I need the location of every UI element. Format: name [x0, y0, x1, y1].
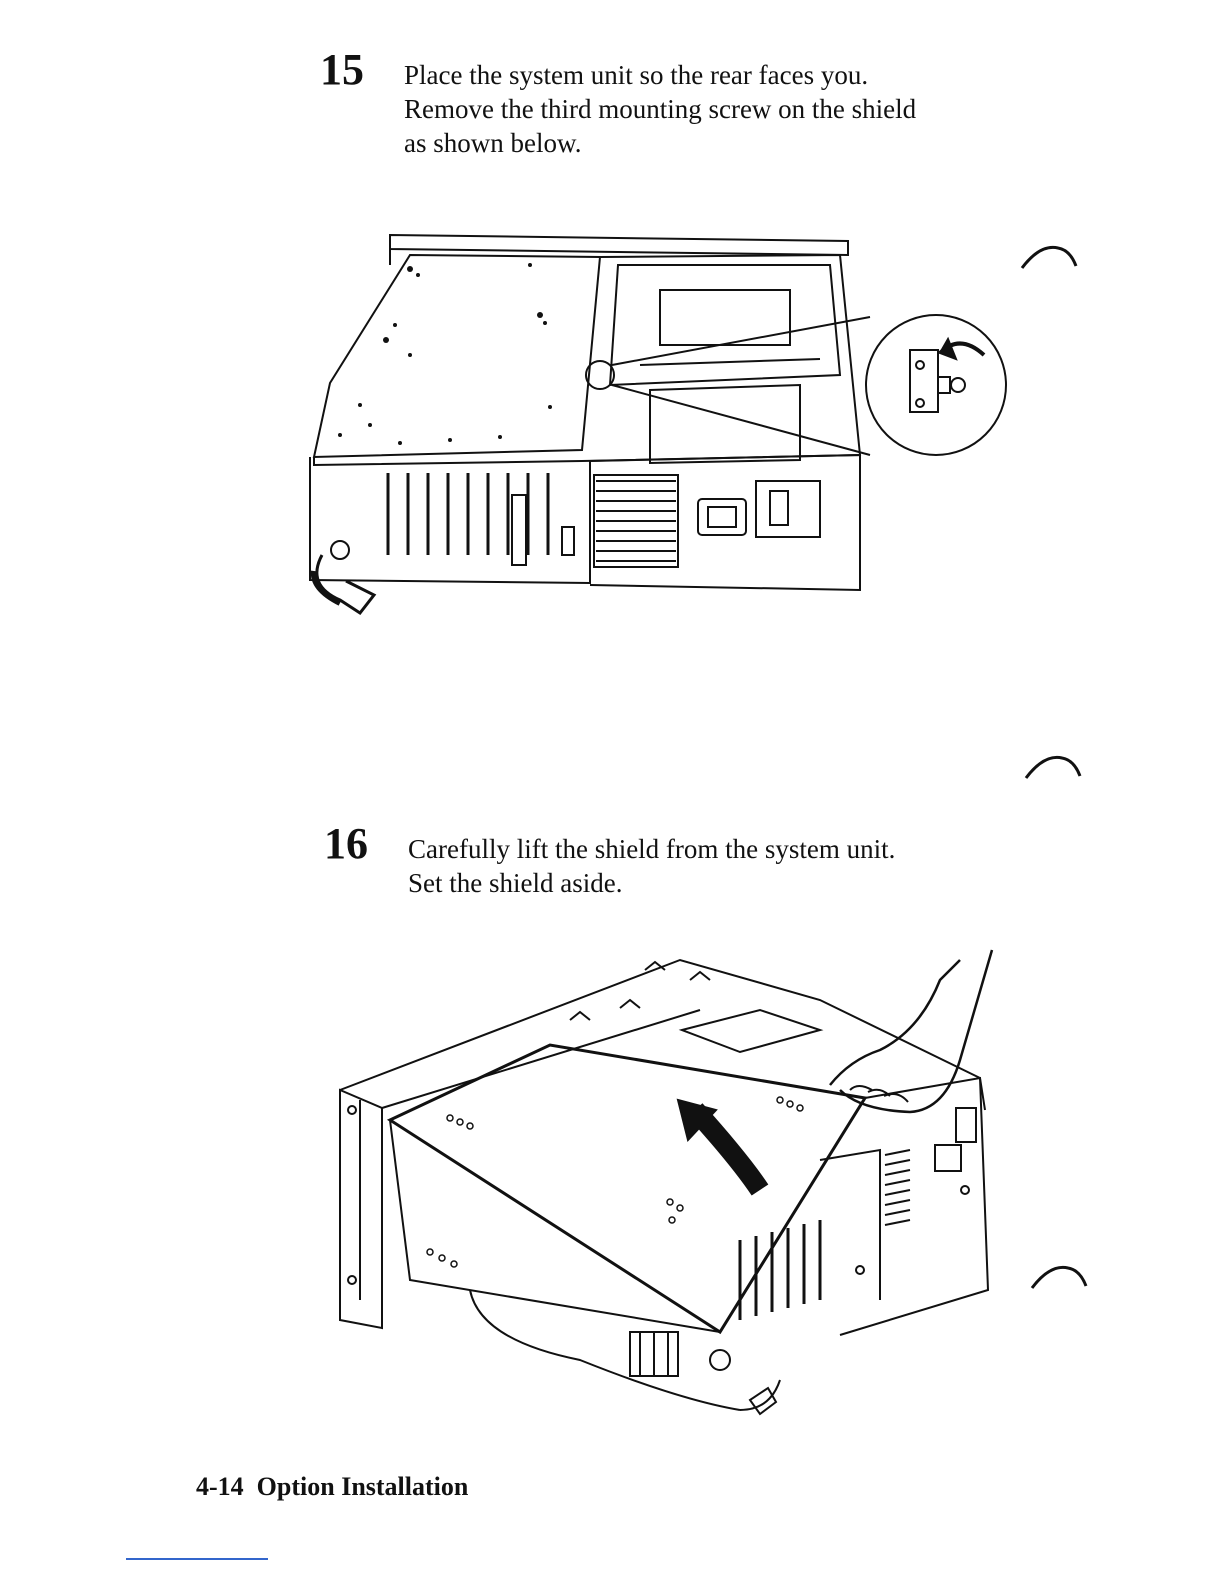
- step-15-text: Place the system unit so the rear faces …: [404, 58, 1044, 160]
- step-16-line-2: Set the shield aside.: [408, 866, 1048, 900]
- step-16-text: Carefully lift the shield from the syste…: [408, 832, 1048, 900]
- step-16-line-1: Carefully lift the shield from the syste…: [408, 832, 1048, 866]
- revision-bar-icon: [1018, 242, 1080, 272]
- page-reference: 4-14: [196, 1472, 244, 1501]
- footer-rule: [126, 1558, 268, 1560]
- revision-bar-icon: [1022, 752, 1084, 782]
- section-title: Option Installation: [257, 1472, 469, 1501]
- page-footer: 4-14 Option Installation: [196, 1472, 468, 1502]
- lift-shield-illustration: [320, 940, 1010, 1440]
- step-number-15: 15: [320, 48, 364, 92]
- revision-bar-icon: [1028, 1262, 1090, 1292]
- step-15-line-1: Place the system unit so the rear faces …: [404, 58, 1044, 92]
- step-number-16: 16: [324, 822, 368, 866]
- system-unit-rear-screw-illustration: [300, 225, 1020, 625]
- step-15-line-3: as shown below.: [404, 126, 1044, 160]
- step-15-line-2: Remove the third mounting screw on the s…: [404, 92, 1044, 126]
